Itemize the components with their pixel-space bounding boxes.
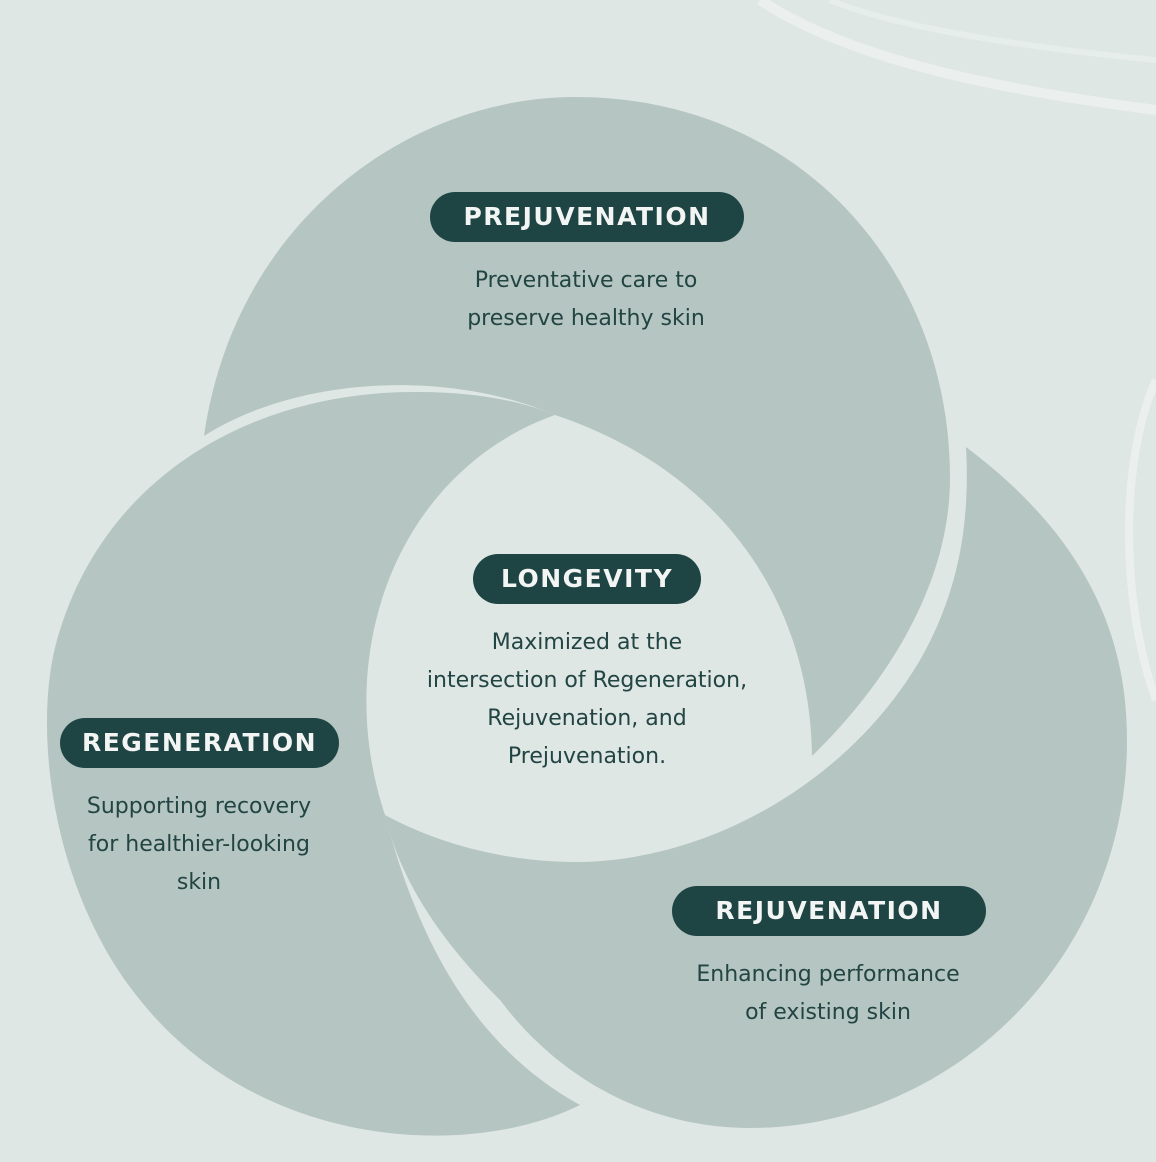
longevity-description-line: intersection of Regeneration,: [426, 668, 748, 693]
regeneration-description-line: skin: [176, 870, 222, 895]
longevity-description-line: Rejuvenation, and: [487, 706, 687, 731]
prejuvenation-description: Preventative care to preserve healthy sk…: [406, 262, 766, 338]
rejuvenation-description-line: of existing skin: [745, 1000, 911, 1025]
regeneration-badge: REGENERATION: [60, 718, 339, 768]
longevity-badge: LONGEVITY: [473, 554, 701, 604]
prejuvenation-badge: PREJUVENATION: [430, 192, 744, 242]
rejuvenation-description: Enhancing performance of existing skin: [658, 956, 998, 1032]
longevity-description-line: Prejuvenation.: [507, 744, 667, 769]
rejuvenation-petal: [385, 447, 1127, 1128]
prejuvenation-petal: [204, 97, 950, 756]
prejuvenation-description-line: Preventative care to: [474, 268, 698, 293]
regeneration-description: Supporting recovery for healthier-lookin…: [49, 788, 349, 902]
rejuvenation-badge: REJUVENATION: [672, 886, 986, 936]
regeneration-description-line: for healthier-looking: [88, 832, 310, 857]
regeneration-description-line: Supporting recovery: [86, 794, 312, 819]
longevity-description-line: Maximized at the: [491, 630, 683, 655]
prejuvenation-description-line: preserve healthy skin: [467, 306, 705, 331]
rejuvenation-description-line: Enhancing performance: [696, 962, 960, 987]
longevity-description: Maximized at the intersection of Regener…: [397, 624, 777, 776]
